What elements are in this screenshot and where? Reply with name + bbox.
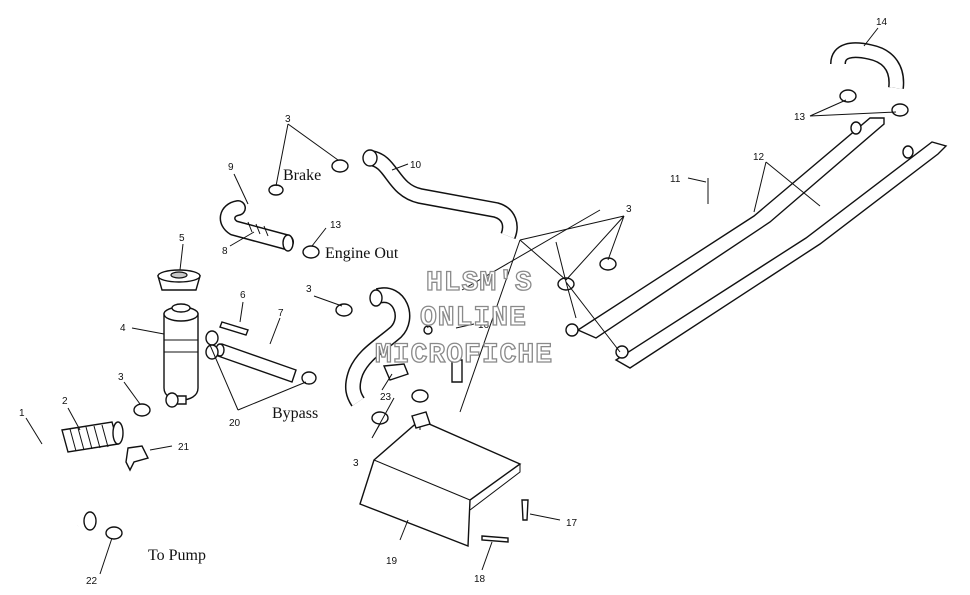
label-brake: Brake bbox=[283, 167, 321, 184]
callout-12: 12 bbox=[753, 152, 765, 163]
callout-7: 7 bbox=[278, 308, 284, 319]
part-6-tube bbox=[219, 321, 249, 336]
label-engine-out: Engine Out bbox=[325, 245, 399, 262]
callout-3-lower: 3 bbox=[353, 458, 359, 469]
part-17-rivet bbox=[521, 499, 529, 521]
callout-18: 18 bbox=[474, 574, 486, 585]
callout-20: 20 bbox=[229, 418, 241, 429]
part-18-screw bbox=[481, 535, 509, 543]
callout-9: 9 bbox=[228, 162, 234, 173]
callout-3-rails: 3 bbox=[626, 204, 632, 215]
callout-10: 10 bbox=[410, 160, 422, 171]
callout-4: 4 bbox=[120, 323, 126, 334]
callout-23: 23 bbox=[380, 392, 392, 403]
callout-13-engine: 13 bbox=[330, 220, 342, 231]
leader-lines bbox=[25, 27, 897, 575]
part-5-reservoir-cap bbox=[157, 269, 201, 291]
callout-5: 5 bbox=[179, 233, 185, 244]
hose-clamps-left bbox=[105, 403, 151, 540]
part-4-coolant-reservoir bbox=[163, 303, 199, 408]
callout-6: 6 bbox=[240, 290, 246, 301]
callout-3-engine: 3 bbox=[306, 284, 312, 295]
callout-21: 21 bbox=[178, 442, 190, 453]
part-2-corrugated-hose bbox=[61, 421, 124, 453]
callout-3-brake: 3 bbox=[285, 114, 291, 125]
callout-2: 2 bbox=[62, 396, 68, 407]
part-13-clamp bbox=[302, 245, 320, 259]
part-12-cooling-rails bbox=[557, 117, 948, 369]
part-21-fitting bbox=[125, 445, 150, 472]
watermark-line-2: ONLINE bbox=[420, 303, 527, 334]
label-bypass: Bypass bbox=[272, 405, 318, 422]
callout-14: 14 bbox=[876, 17, 888, 28]
label-to-pump: To Pump bbox=[148, 547, 206, 564]
watermark-line-3: MICROFICHE bbox=[375, 340, 553, 371]
part-19-heat-exchanger bbox=[359, 411, 522, 548]
callout-1: 1 bbox=[19, 408, 25, 419]
callout-16: 16 bbox=[478, 320, 490, 331]
watermark: HLSM'S ONLINE MICROFICHE bbox=[374, 267, 553, 371]
callout-13-rails: 13 bbox=[794, 112, 806, 123]
callout-22: 22 bbox=[86, 576, 98, 587]
part-10-engine-hose bbox=[362, 149, 518, 239]
part-8-9-brake-hose bbox=[219, 159, 349, 252]
part-14-rail-hose bbox=[830, 42, 909, 117]
watermark-line-1: HLSM'S bbox=[426, 268, 533, 299]
part-1-pump-hose bbox=[29, 433, 97, 534]
part-7-bypass-tube bbox=[215, 343, 297, 383]
callout-3-bypass: 3 bbox=[118, 372, 124, 383]
part-23-bracket bbox=[382, 363, 429, 403]
callout-17: 17 bbox=[566, 518, 578, 529]
callout-19: 19 bbox=[386, 556, 398, 567]
callout-8: 8 bbox=[222, 246, 228, 257]
part-20-clamps bbox=[205, 303, 353, 385]
callout-11: 11 bbox=[670, 174, 681, 185]
part-16-middle-hose bbox=[344, 287, 463, 407]
